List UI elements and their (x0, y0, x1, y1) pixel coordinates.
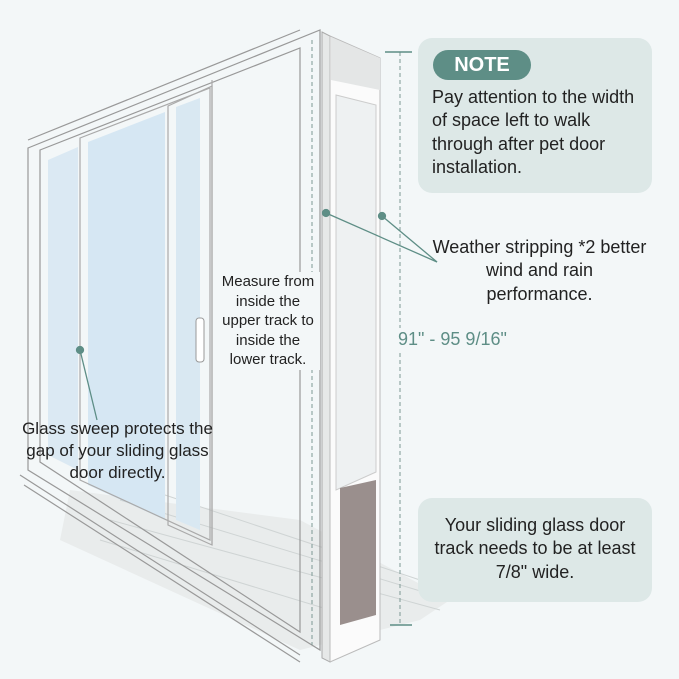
note-text: Pay attention to the width of space left… (432, 87, 635, 178)
door-frame (19, 29, 321, 663)
weather-stripping-callout: Weather stripping *2 better wind and rai… (432, 237, 647, 304)
pet-door-side (321, 31, 331, 663)
glass-panel (176, 98, 200, 530)
pet-door-vent (331, 37, 380, 90)
glass-sweep-callout: Glass sweep protects the gap of your sli… (22, 419, 213, 483)
glass-panel (48, 147, 78, 470)
door-handle (195, 317, 205, 363)
measure-callout: Measure from inside the upper track to i… (216, 272, 320, 370)
height-range-label: 91" - 95 9/16" (398, 328, 538, 352)
note-badge: NOTE (433, 50, 531, 80)
pet-flap (340, 480, 376, 625)
glass-panel (88, 112, 165, 520)
track-width-text: Your sliding glass door track needs to b… (434, 515, 636, 582)
pet-door-glass (335, 94, 377, 491)
callout-leaders (75, 208, 438, 421)
track-width-box (418, 498, 652, 602)
